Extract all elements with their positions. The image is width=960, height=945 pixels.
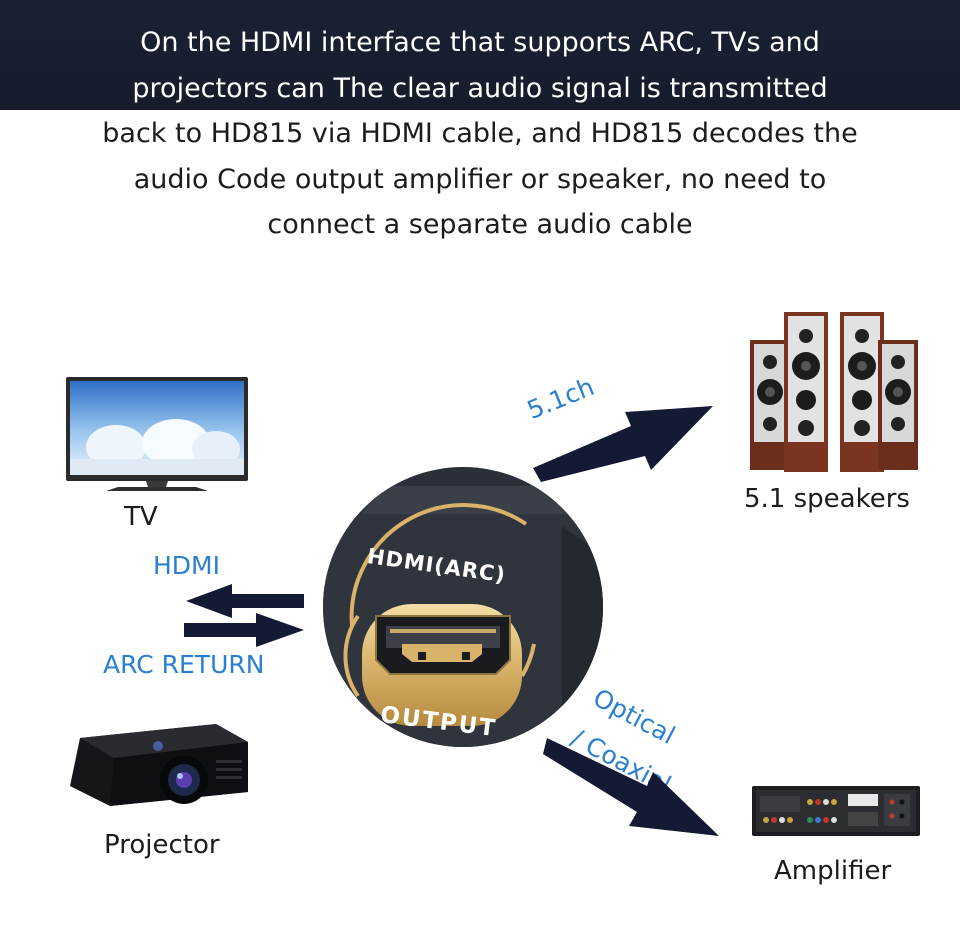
headline-line-2: projectors can The clear audio signal is… [132, 72, 828, 104]
amplifier-label: Amplifier [774, 856, 892, 886]
hdmi-arrow-left [186, 584, 306, 618]
headline: On the HDMI interface that supports ARC,… [0, 20, 960, 248]
headline-line-4: audio Code output amplifier or speaker, … [133, 163, 827, 195]
tv-icon [66, 377, 248, 495]
speakers-arrow [533, 400, 717, 484]
hdmi-link-label: HDMI [153, 551, 220, 580]
speakers-icon [748, 312, 920, 472]
header-banner [0, 0, 960, 110]
arc-return-label: ARC RETURN [103, 650, 265, 679]
headline-line-1: On the HDMI interface that supports ARC,… [140, 27, 820, 58]
speakers-label: 5.1 speakers [744, 484, 910, 514]
projector-label: Projector [104, 830, 220, 860]
amplifier-arrow [543, 738, 723, 838]
projector-icon [66, 710, 254, 810]
tv-label: TV [124, 502, 158, 532]
headline-line-3: back to HD815 via HDMI cable, and HD815 … [102, 118, 858, 149]
arc-return-arrow-right [184, 613, 306, 647]
headline-line-5: connect a separate audio cable [267, 209, 693, 240]
amplifier-icon [752, 786, 920, 838]
hdmi-arc-port [322, 466, 604, 748]
